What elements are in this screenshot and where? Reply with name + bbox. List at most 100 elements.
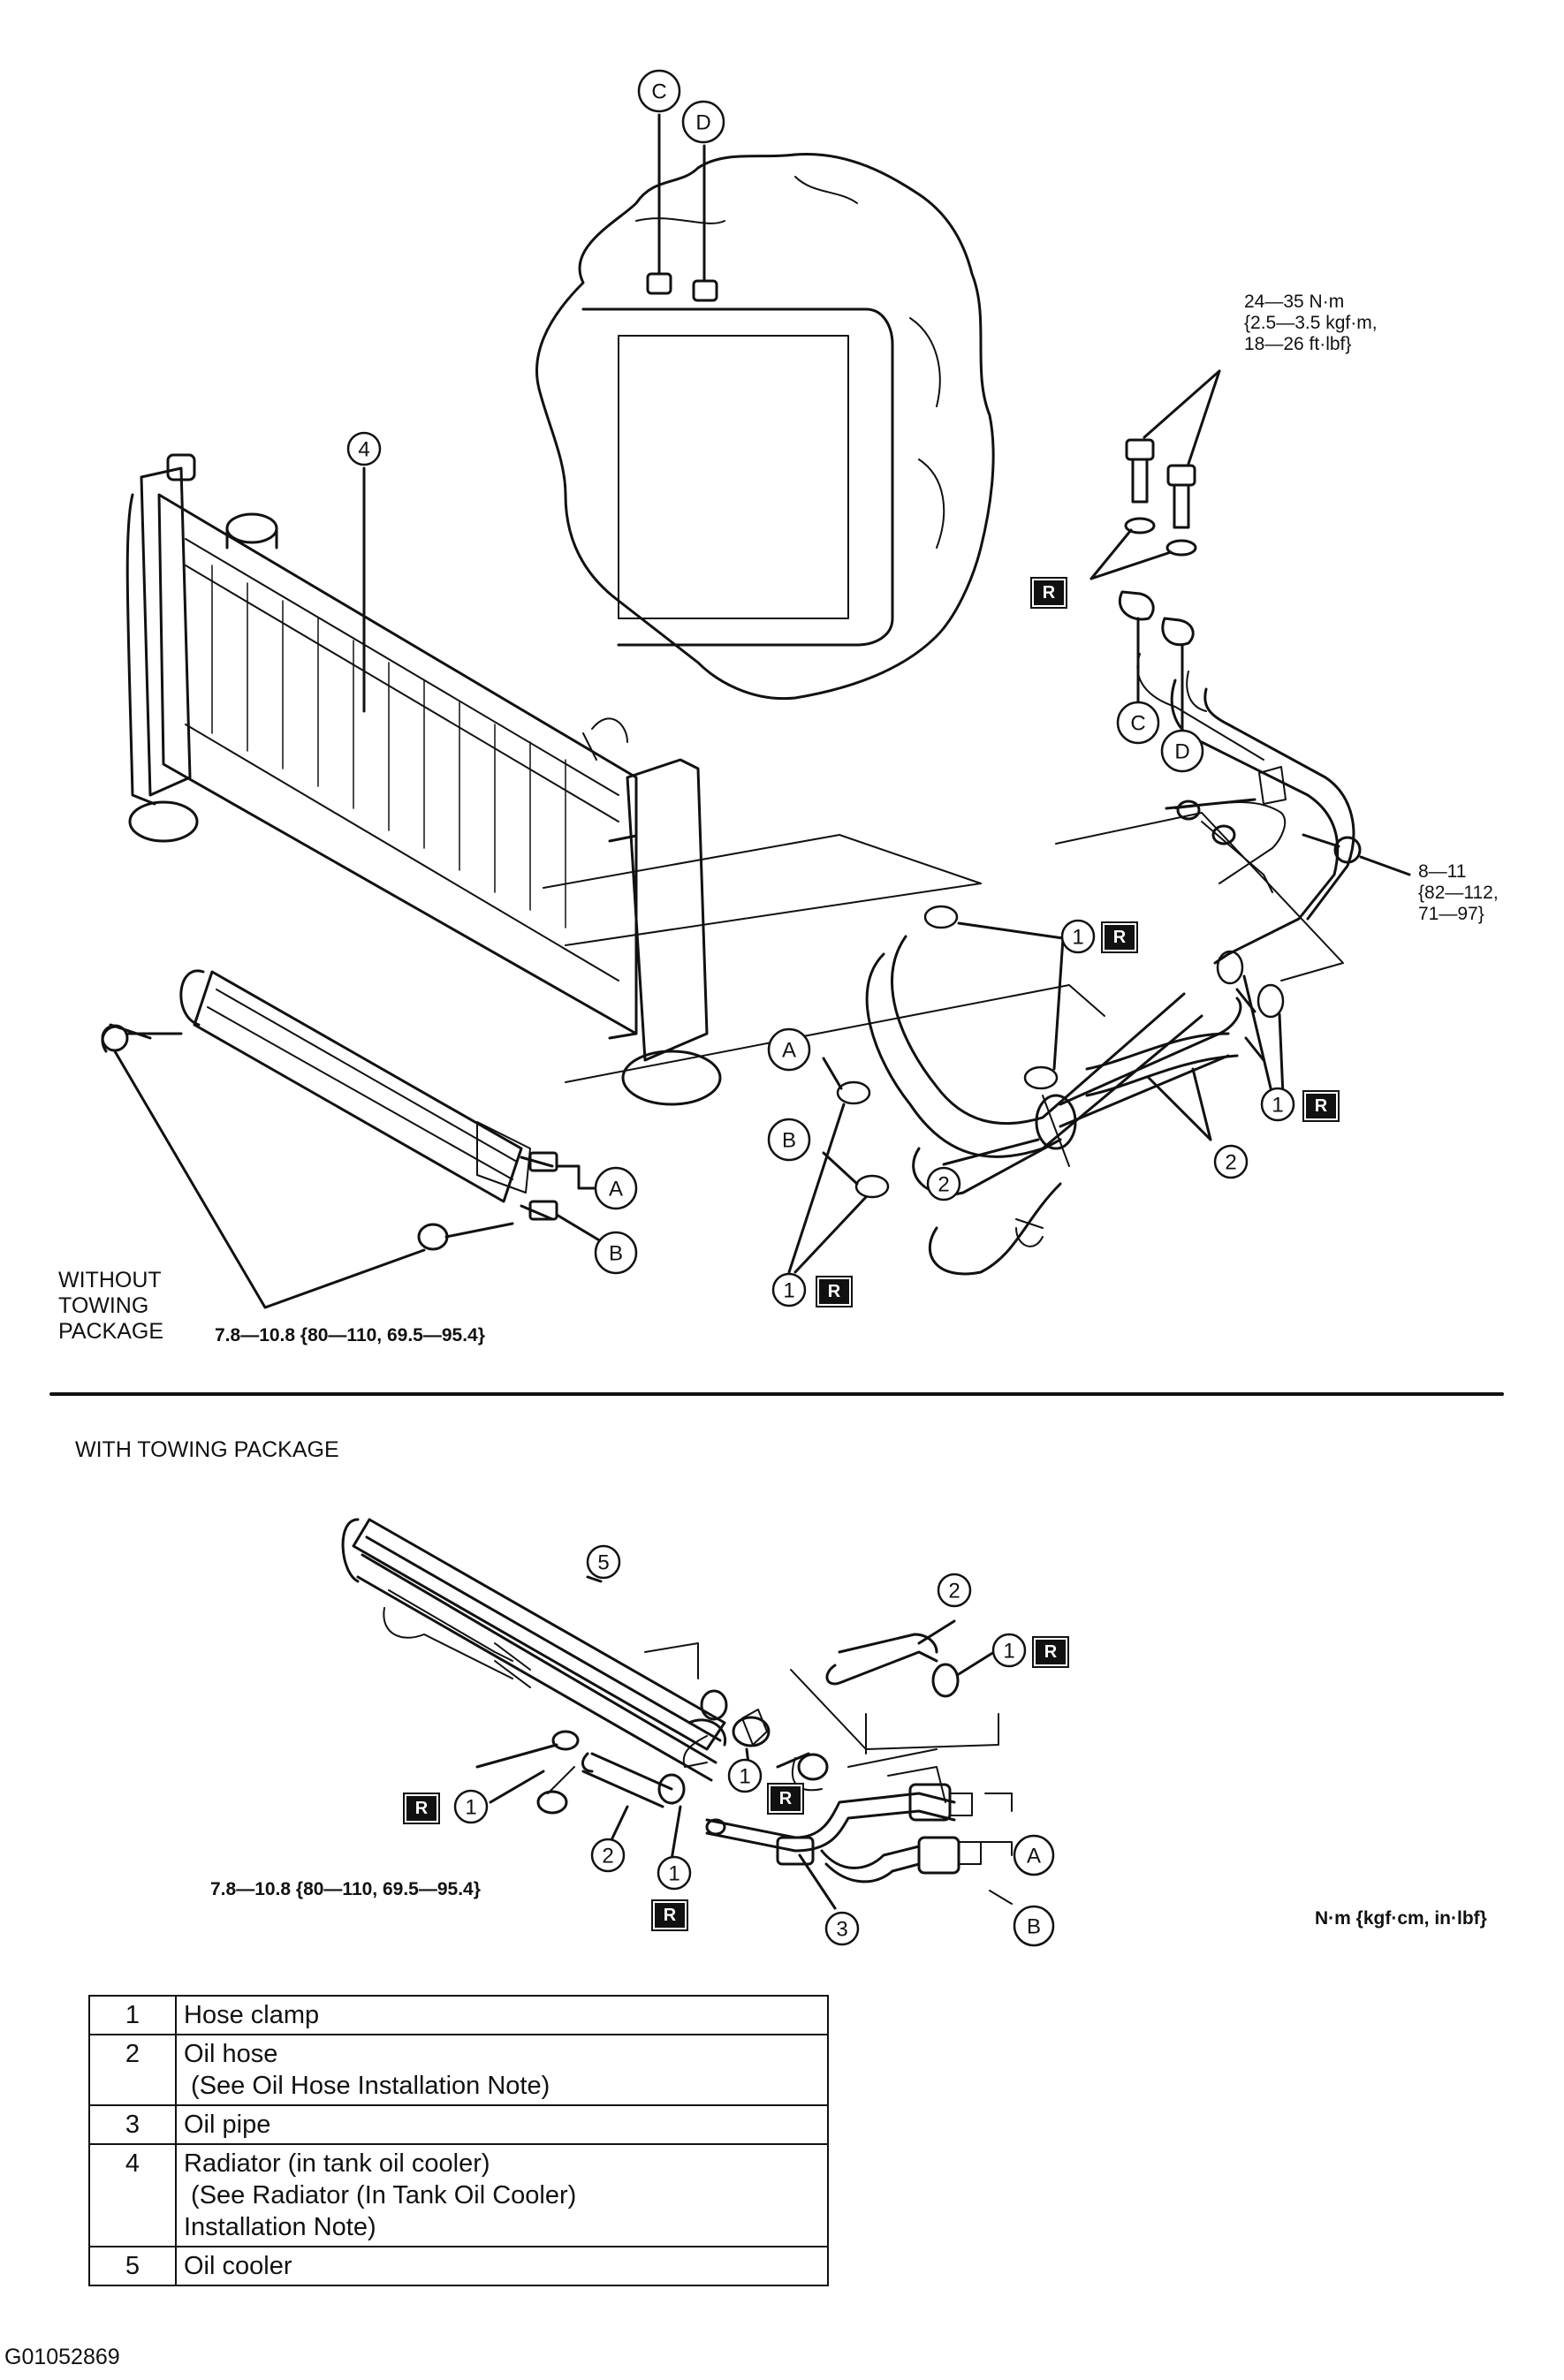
callout-a-left-text: A — [609, 1178, 623, 1201]
callout-1-c-text: 1 — [783, 1279, 794, 1303]
radiator-body — [125, 453, 722, 1106]
callout-1-e-text: 1 — [465, 1796, 476, 1820]
legend-description: Radiator (in tank oil cooler) (See Radia… — [175, 2143, 829, 2247]
callout-c-top — [637, 69, 681, 113]
legend-line: Installation Note) — [184, 2213, 376, 2241]
callout-c-top-text: C — [651, 80, 666, 104]
oil-hoses — [865, 935, 1265, 1276]
callout-1-d — [991, 1633, 1027, 1668]
legend-line: Radiator (in tank oil cooler) — [184, 2149, 490, 2178]
callout-1-a-text: 1 — [1072, 926, 1083, 950]
legend-number: 3 — [88, 2104, 177, 2145]
callout-a-left — [594, 1166, 638, 1210]
legend-number: 1 — [88, 1995, 177, 2035]
replace-badge: R — [1030, 577, 1067, 609]
callout-b-center — [767, 1118, 811, 1162]
large-oil-cooler — [341, 1518, 728, 1815]
legend-line: Hose clamp — [184, 2001, 320, 2029]
legend-number: 5 — [88, 2246, 177, 2286]
hose-clamps — [836, 905, 1285, 1199]
transmission-case — [535, 152, 995, 701]
torque-spec-pipe-bolt: 8—11 {82—112, 71—97} — [1418, 861, 1499, 924]
callout-a-bottom-text: A — [1027, 1845, 1041, 1868]
callout-b-left-text: B — [609, 1242, 623, 1266]
bottom-hoses — [732, 1633, 960, 1792]
replace-badge: R — [1101, 921, 1138, 953]
callout-1-e — [453, 1789, 489, 1824]
replace-badge: R — [1032, 1636, 1069, 1668]
replace-badge: R — [816, 1276, 853, 1307]
callout-a-center — [767, 1027, 811, 1072]
callout-c-bottom-text: C — [1130, 712, 1145, 736]
callout-2-d — [590, 1838, 626, 1873]
callout-4-text: 4 — [358, 438, 369, 462]
variant-label-with-towing: WITH TOWING PACKAGE — [75, 1437, 339, 1462]
callout-2-c-text: 2 — [948, 1580, 960, 1603]
legend-description: Oil hose (See Oil Hose Installation Note… — [175, 2034, 829, 2106]
callout-2-d-text: 2 — [602, 1845, 613, 1868]
callout-2-b-text: 2 — [1225, 1151, 1236, 1175]
callout-3-text: 3 — [836, 1918, 847, 1942]
figure-id: G01052869 — [4, 2345, 120, 2369]
legend-line: (See Oil Hose Installation Note) — [184, 2072, 550, 2100]
callout-d-bottom-text: D — [1174, 740, 1189, 764]
callout-b-left — [594, 1231, 638, 1275]
callout-1-c — [771, 1272, 807, 1307]
callout-1-g-text: 1 — [668, 1862, 680, 1886]
callout-1-f — [727, 1758, 763, 1793]
callout-1-d-text: 1 — [1003, 1640, 1014, 1664]
callout-d-top-text: D — [695, 111, 710, 135]
oil-pipe-bottom — [705, 1748, 982, 1884]
callout-b-bottom — [1013, 1905, 1055, 1947]
legend-description: Oil cooler — [175, 2246, 829, 2286]
leader-torque-lower — [113, 1050, 426, 1309]
callout-1-f-text: 1 — [739, 1765, 750, 1789]
callout-d-bottom — [1160, 729, 1204, 773]
callout-1-b-text: 1 — [1272, 1094, 1283, 1118]
legend-line: (See Radiator (In Tank Oil Cooler) — [184, 2181, 577, 2209]
variant-label-without-towing: WITHOUT TOWING PACKAGE — [58, 1268, 164, 1344]
torque-spec-cooler-bolts: 7.8—10.8 {80—110, 69.5—95.4} — [215, 1325, 485, 1345]
callout-c-bottom — [1116, 701, 1160, 745]
callout-2-b — [1213, 1144, 1249, 1179]
legend-description: Oil pipe — [175, 2104, 829, 2145]
callout-5 — [586, 1544, 621, 1580]
legend-number: 4 — [88, 2143, 177, 2247]
legend-number: 2 — [88, 2034, 177, 2106]
legend-line: Oil hose — [184, 2040, 278, 2068]
callout-1-g — [657, 1855, 692, 1891]
callout-1-a — [1060, 919, 1096, 954]
units-note: N·m {kgf·cm, in·lbf} — [1315, 1908, 1487, 1929]
banjo-bolts — [1118, 438, 1197, 647]
legend-line: Oil pipe — [184, 2111, 271, 2139]
small-oil-cooler — [101, 969, 558, 1251]
replace-badge: R — [1302, 1090, 1340, 1122]
callout-4 — [346, 431, 382, 466]
replace-badge: R — [767, 1783, 804, 1815]
oil-pipe-assembly — [1136, 653, 1355, 965]
callout-a-bottom — [1013, 1834, 1055, 1876]
callout-2-a — [926, 1166, 961, 1201]
callout-b-bottom-text: B — [1027, 1915, 1041, 1939]
torque-spec-banjo: 24—35 N·m {2.5—3.5 kgf·m, 18—26 ft·lbf} — [1244, 292, 1378, 354]
replace-badge: R — [651, 1899, 688, 1931]
callout-5-text: 5 — [597, 1551, 609, 1575]
replace-badge: R — [403, 1793, 440, 1824]
callout-2-a-text: 2 — [938, 1173, 949, 1197]
legend-description: Hose clamp — [175, 1995, 829, 2035]
callout-d-top — [681, 100, 725, 144]
torque-spec-cooler-bolts-towing: 7.8—10.8 {80—110, 69.5—95.4} — [210, 1879, 481, 1899]
callout-1-b — [1260, 1087, 1295, 1122]
legend-line: Oil cooler — [184, 2252, 292, 2280]
callout-3 — [824, 1911, 860, 1946]
callout-a-center-text: A — [782, 1039, 796, 1063]
callout-2-c — [937, 1573, 972, 1608]
callout-b-center-text: B — [782, 1129, 796, 1153]
